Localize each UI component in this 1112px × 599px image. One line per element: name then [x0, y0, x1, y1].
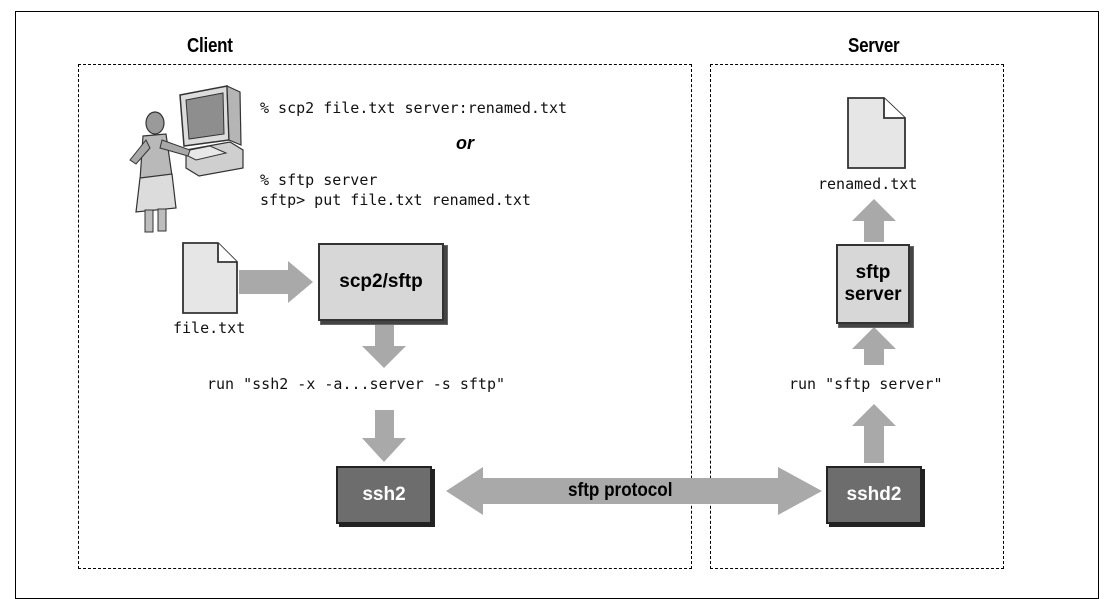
ssh2-box: ssh2	[336, 466, 432, 524]
sftp-protocol-arrow	[446, 467, 822, 515]
scp-command: % scp2 file.txt server:renamed.txt	[260, 99, 568, 117]
sftp-command-line1: % sftp server	[260, 171, 378, 189]
client-file-label: file.txt	[173, 319, 246, 337]
server-title: Server	[848, 35, 900, 57]
client-region	[78, 64, 692, 569]
user-at-computer-icon	[129, 85, 244, 233]
ssh2-label: ssh2	[362, 484, 406, 505]
sshd2-box: sshd2	[826, 466, 922, 524]
sftp-protocol-label: sftp protocol	[568, 480, 673, 501]
arrow-file-to-scp	[239, 261, 313, 303]
or-label: or	[456, 133, 474, 153]
arrow-run-to-sftp-server	[852, 327, 896, 365]
document-icon	[847, 97, 906, 169]
arrow-sftp-server-to-file	[852, 199, 896, 242]
client-title: Client	[187, 35, 233, 57]
sshd2-label: sshd2	[846, 484, 902, 505]
document-icon	[182, 242, 238, 314]
arrow-run-to-ssh2	[362, 410, 406, 462]
sftp-server-label: sftp server	[844, 262, 902, 305]
server-file-label: renamed.txt	[818, 175, 918, 193]
arrow-scp-down	[362, 324, 406, 368]
scp2-sftp-label: scp2/sftp	[339, 271, 423, 292]
sftp-server-box: sftp server	[836, 244, 910, 324]
scp2-sftp-box: scp2/sftp	[318, 243, 444, 321]
server-region	[710, 64, 1004, 569]
server-run-command: run "sftp server"	[789, 375, 943, 393]
client-run-command: run "ssh2 -x -a...server -s sftp"	[207, 375, 506, 393]
sftp-command-line2: sftp> put file.txt renamed.txt	[260, 191, 531, 209]
arrow-sshd-to-run	[852, 404, 896, 463]
